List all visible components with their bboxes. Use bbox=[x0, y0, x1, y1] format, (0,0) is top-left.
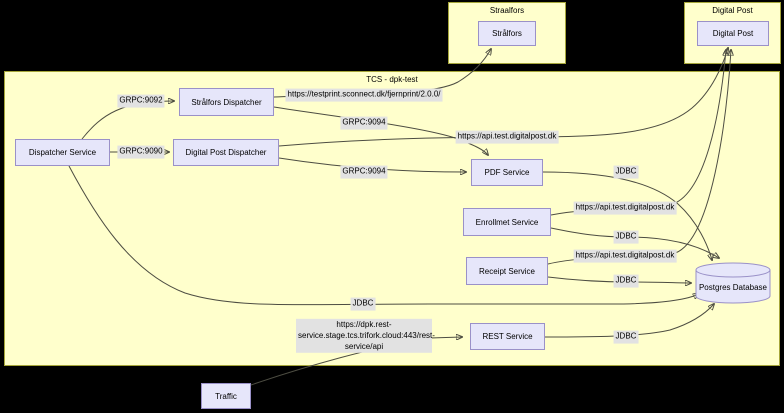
edge-label-jdbc-rest: JDBC bbox=[613, 330, 639, 344]
edge-label-api-digitalpost-3: https://api.test.digitalpost.dk bbox=[573, 249, 677, 263]
node-digital-post: Digital Post bbox=[697, 21, 769, 46]
edge-pdf-to-postgres-jdbc bbox=[542, 171, 712, 260]
node-enrollmet-service: Enrollmet Service bbox=[463, 208, 551, 236]
edge-label-grpc-9094-bottom: GRPC:9094 bbox=[340, 165, 388, 179]
edge-digitalpost-dispatcher-to-digitalpost bbox=[278, 48, 728, 147]
edge-rest-to-postgres-jdbc bbox=[544, 304, 714, 338]
node-stralfors: Strålfors bbox=[478, 21, 536, 46]
node-traffic: Traffic bbox=[201, 383, 251, 409]
group-straalfors-title: Straalfors bbox=[489, 6, 525, 15]
edge-label-jdbc-dispatcher: JDBC bbox=[350, 297, 376, 311]
edge-label-testprint-url: https://testprint.sconnect.dk/fjernprint… bbox=[285, 88, 443, 102]
edge-label-api-digitalpost-1: https://api.test.digitalpost.dk bbox=[455, 130, 559, 144]
group-tcs-dpk-test-title: TCS - dpk-test bbox=[366, 75, 418, 84]
node-postgres-database: Postgres Database bbox=[695, 262, 771, 304]
edge-label-rest-url: https://dpk.rest-service.stage.tcs.trifo… bbox=[296, 318, 435, 354]
group-tcs-dpk-test: TCS - dpk-test bbox=[4, 71, 780, 366]
edge-label-grpc-9092: GRPC:9092 bbox=[117, 94, 165, 108]
node-digital-post-dispatcher: Digital Post Dispatcher bbox=[173, 139, 279, 166]
edge-label-api-digitalpost-2: https://api.test.digitalpost.dk bbox=[573, 201, 677, 215]
node-receipt-service: Receipt Service bbox=[466, 257, 548, 285]
edge-receipt-to-digitalpost bbox=[547, 50, 731, 265]
node-postgres-database-label: Postgres Database bbox=[699, 283, 768, 292]
edge-label-grpc-9094-top: GRPC:9094 bbox=[340, 116, 388, 130]
edge-dispatcher-to-postgres-jdbc bbox=[68, 165, 699, 306]
edge-label-jdbc-enrollmet: JDBC bbox=[613, 230, 639, 244]
node-stralfors-dispatcher: Strålfors Dispatcher bbox=[179, 88, 274, 116]
edge-label-jdbc-pdf: JDBC bbox=[613, 165, 639, 179]
edge-enrollmet-to-digitalpost bbox=[550, 50, 726, 216]
node-dispatcher-service: Dispatcher Service bbox=[15, 139, 110, 166]
node-pdf-service: PDF Service bbox=[471, 159, 543, 186]
edge-label-jdbc-receipt: JDBC bbox=[613, 274, 639, 288]
edge-label-grpc-9090: GRPC:9090 bbox=[117, 145, 165, 159]
node-rest-service: REST Service bbox=[470, 323, 545, 350]
edge-stralfors-dispatcher-to-pdf bbox=[273, 106, 488, 155]
group-digital-post-title: Digital Post bbox=[712, 6, 753, 15]
